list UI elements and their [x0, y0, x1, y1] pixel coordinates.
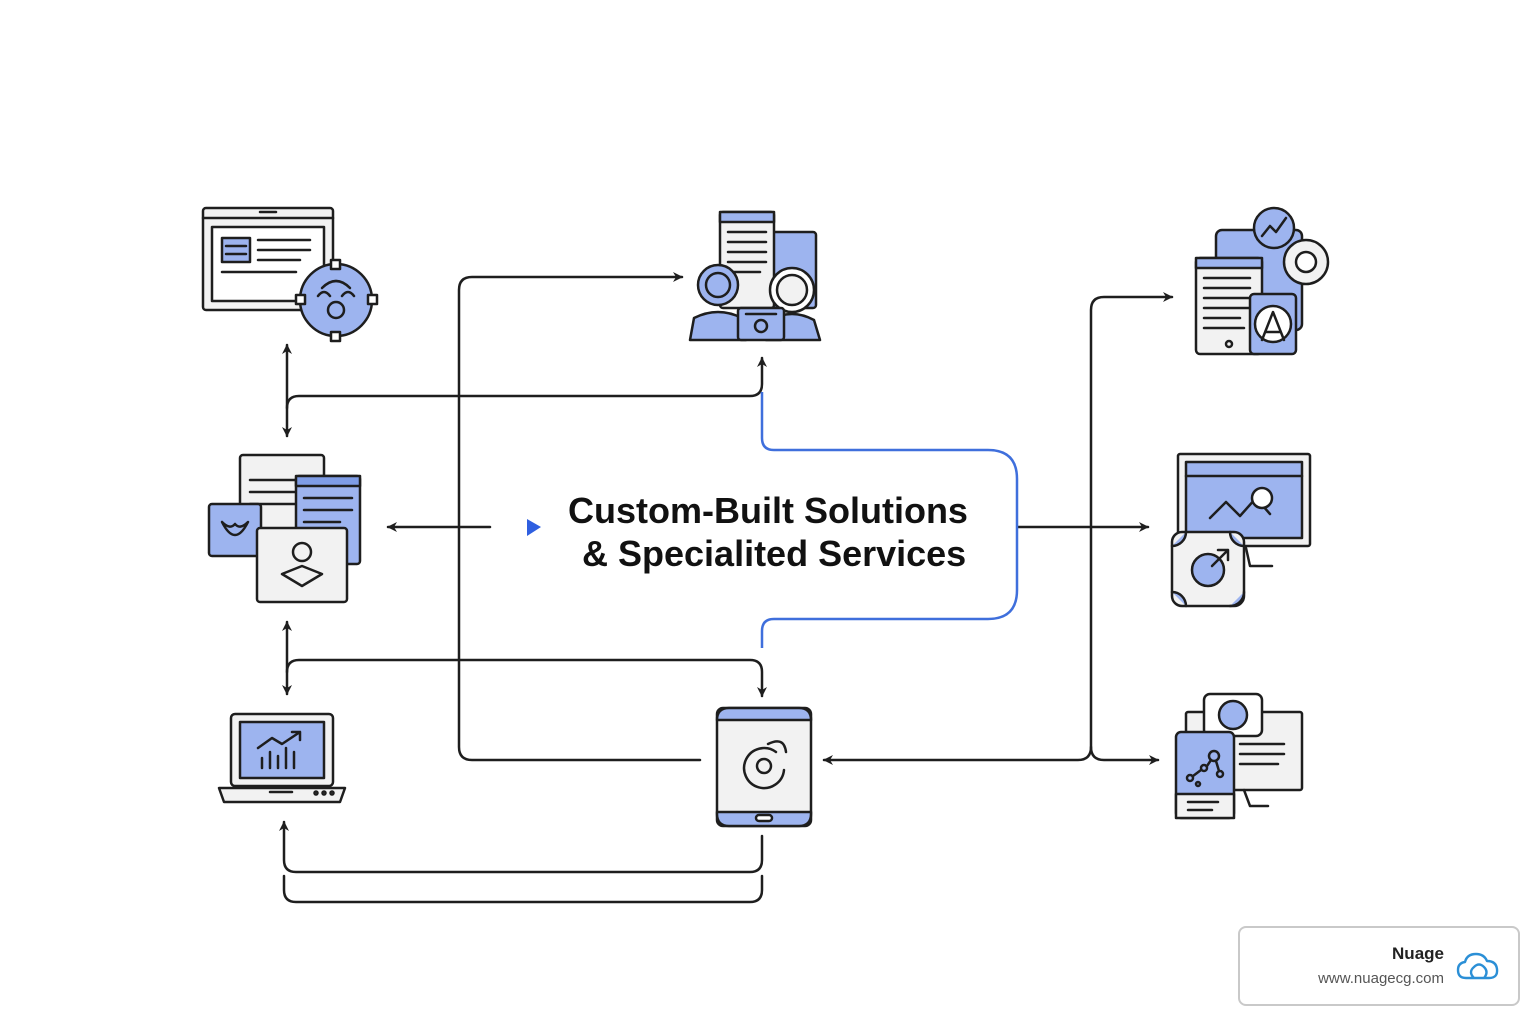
brand-card[interactable]: Nuage www.nuagecg.com [1238, 926, 1520, 1006]
connector-left-to-mobile [285, 658, 767, 698]
people-documents-icon [688, 210, 822, 342]
connector-loop-to-team [457, 272, 702, 762]
diagram-title-line-2: & Specialited Services [582, 533, 967, 574]
tablet-refresh-icon [715, 706, 813, 828]
laptop-growth-chart-icon [217, 712, 347, 804]
connector-mobile-to-laptop [279, 820, 764, 874]
diagram-title-line-1: Custom-Built Solutions [568, 490, 968, 531]
connector-trunk-to-analytics [822, 292, 1174, 765]
document-stack-icon [207, 453, 362, 604]
tablet-chart-icon [1194, 206, 1330, 356]
brand-url[interactable]: www.nuagecg.com [1318, 970, 1444, 987]
devices-network-icon [1174, 692, 1304, 820]
connector-left-to-team [285, 356, 767, 410]
cloud-icon [1456, 952, 1499, 980]
play-marker-icon [527, 519, 541, 536]
browser-window-target-icon [201, 206, 379, 343]
connector-bottom-loop [282, 874, 764, 904]
title-frame [760, 392, 1019, 648]
monitor-graph-icon [1170, 452, 1312, 608]
connector-trunk-to-network [1089, 745, 1160, 765]
brand-name: Nuage [1392, 944, 1444, 963]
connectors [279, 272, 1174, 904]
